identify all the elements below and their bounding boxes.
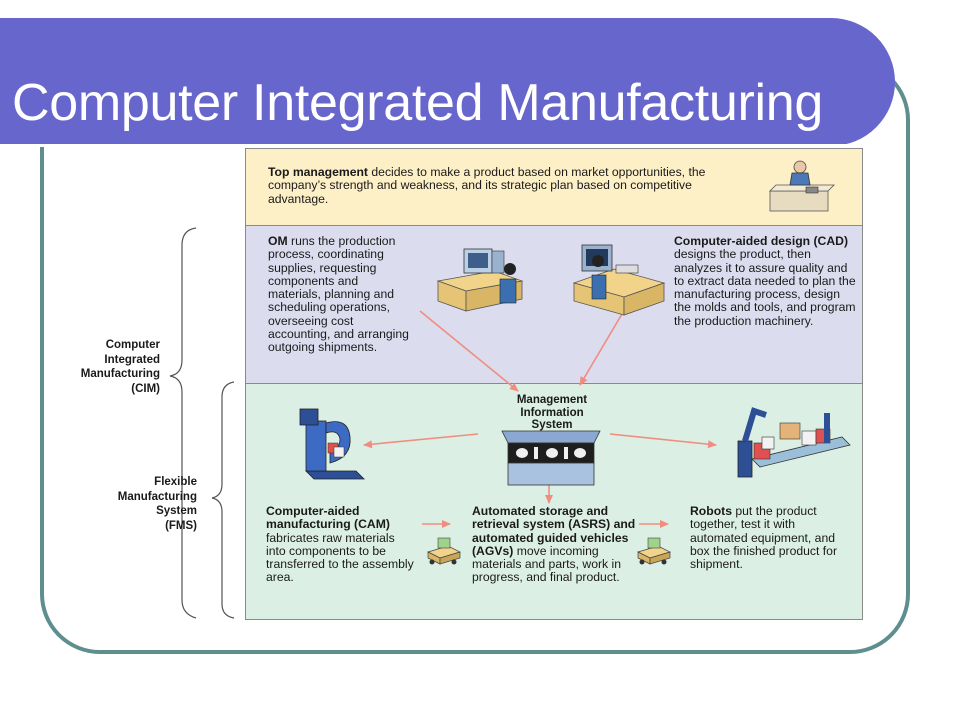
fms-label: Flexible Manufacturing System (FMS) <box>100 475 197 533</box>
manager-at-desk-icon <box>769 160 835 212</box>
cim-label-line: Manufacturing <box>80 368 160 380</box>
asrs-text: Automated storage and retrieval system (… <box>472 504 638 585</box>
fms-band <box>246 384 862 619</box>
top-management-text: Top management decides to make a product… <box>268 165 748 206</box>
cad-heading: Computer-aided design (CAD) <box>674 234 849 248</box>
cim-label: Computer Integrated Manufacturing (CIM) <box>70 338 160 396</box>
fms-label-line: Manufacturing <box>117 490 197 503</box>
cim-band <box>246 226 862 384</box>
arrow-om-to-mis <box>419 310 519 392</box>
fms-bracket <box>211 381 235 619</box>
title-bar: Computer Integrated Manufacturing <box>0 18 895 147</box>
om-heading: OM <box>268 234 288 248</box>
robots-text: Robots put the product together, test it… <box>690 504 850 572</box>
arrow-mis-to-robots <box>609 433 717 449</box>
fms-label-line: System <box>156 505 197 517</box>
cam-heading: Computer-aided manufacturing (CAM) <box>266 504 390 532</box>
robots-heading: Robots <box>690 504 732 518</box>
cad-text: Computer-aided design (CAD) designs the … <box>674 234 856 328</box>
cim-label-line: Computer <box>105 339 160 351</box>
fms-label-line: (FMS) <box>165 519 197 532</box>
cim-diagram: Top management decides to make a product… <box>245 148 863 620</box>
mis-label-line: Management <box>516 394 588 406</box>
om-body: runs the production process, coordinatin… <box>268 234 409 355</box>
diagram-graphics <box>299 160 851 565</box>
computer-workstation-icon <box>436 248 524 312</box>
mis-label: Management Information System <box>502 394 602 432</box>
agv-cart-icon <box>427 537 461 565</box>
agv-cart-icon <box>637 537 671 565</box>
title-underline <box>0 144 848 147</box>
cim-bracket <box>169 227 197 619</box>
slide-title: Computer Integrated Manufacturing <box>12 74 824 132</box>
fms-label-line: Flexible <box>154 476 197 488</box>
asrs-body: move incoming materials and parts, work … <box>472 543 622 585</box>
cam-text: Computer-aided manufacturing (CAM) fabri… <box>266 504 414 585</box>
cim-label-line: (CIM) <box>131 382 160 395</box>
cad-body: designs the product, then analyzes it to… <box>674 247 856 328</box>
robot-arm-icon <box>737 407 851 478</box>
robots-body: put the product together, test it with a… <box>690 504 838 572</box>
asrs-heading: Automated storage and retrieval system (… <box>472 504 636 558</box>
cad-workstation-icon <box>572 244 666 316</box>
top-management-band <box>246 149 862 226</box>
cim-label-line: Integrated <box>104 353 160 366</box>
mis-label-line: System <box>531 419 573 431</box>
cam-body: fabricates raw materials into components… <box>266 530 414 585</box>
mis-label-line: Information <box>520 406 584 419</box>
cnc-machine-icon <box>299 408 365 480</box>
arrow-mis-to-cam <box>363 433 479 449</box>
om-text: OM runs the production process, coordina… <box>268 234 410 355</box>
top-management-body: decides to make a product based on marke… <box>268 165 706 206</box>
flow-arrows <box>363 296 717 528</box>
top-management-heading: Top management <box>268 165 368 179</box>
mis-mainframe-icon <box>501 430 601 486</box>
